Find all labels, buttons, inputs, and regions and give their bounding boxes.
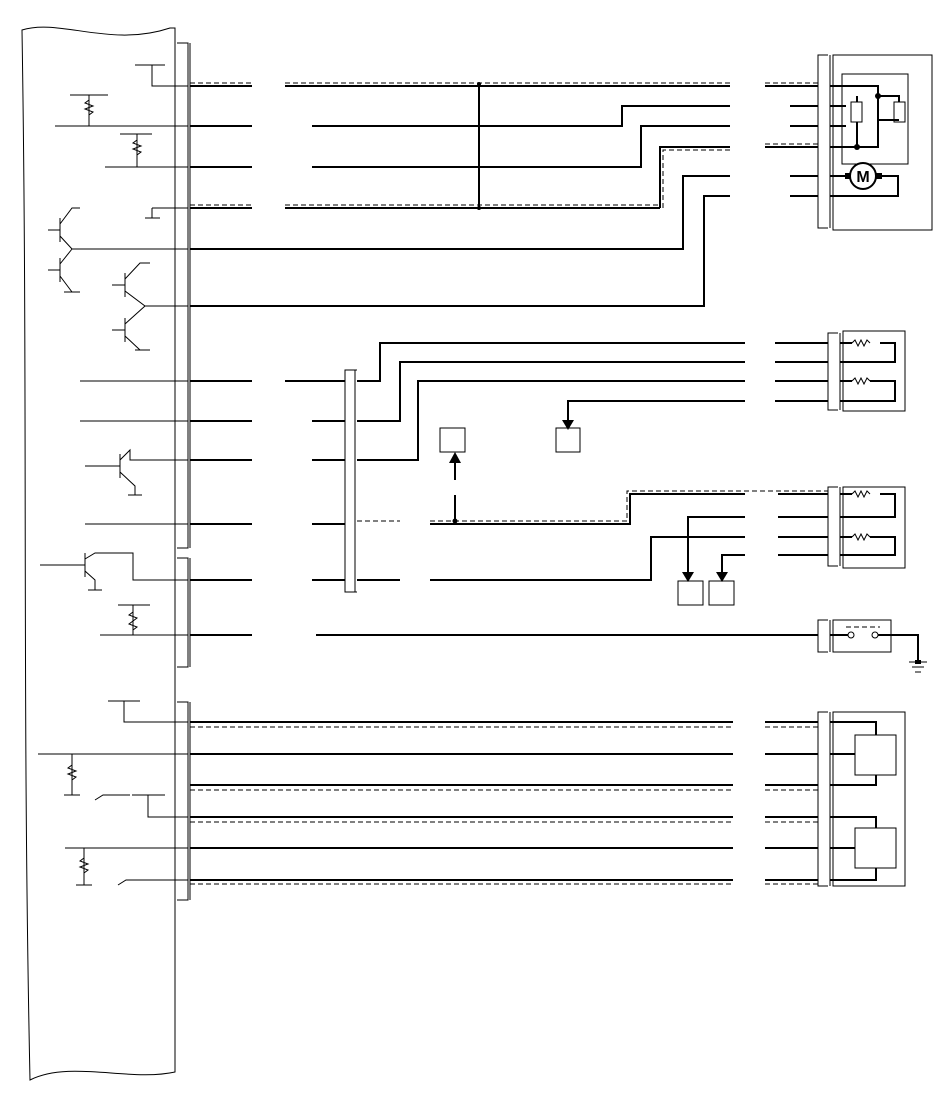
knock-sensors (830, 711, 906, 887)
heater-icon (851, 338, 871, 386)
motor-label: M (856, 169, 869, 186)
oxygen-sensor-2 (840, 486, 906, 569)
ecu-internal-circuit (38, 64, 188, 886)
ecu-connector-1 (177, 42, 191, 549)
switch-connector (817, 619, 831, 653)
resistor-icon (131, 139, 143, 156)
actuator-connector (817, 54, 831, 229)
knock-sensor-2 (854, 827, 897, 869)
transistor-icon (40, 552, 188, 591)
resistor-icon (83, 99, 95, 116)
ecu-connector-3 (177, 701, 191, 901)
signal-box (439, 427, 466, 453)
heater-icon (851, 489, 871, 542)
oxygen-sensor-1 (840, 330, 906, 412)
motor-icon: M (845, 162, 882, 190)
resistor-icon (127, 611, 139, 631)
arrow-down-icon (682, 572, 694, 582)
transistor-icon (48, 207, 188, 250)
knock-sensor-1 (854, 734, 897, 776)
inline-connector (344, 369, 357, 593)
signal-box (677, 580, 704, 606)
control-unit-body (21, 26, 176, 1081)
signal-box (708, 580, 735, 606)
ecu-connector-2 (177, 557, 191, 668)
sensor-connector-2 (827, 486, 841, 567)
transistor-icon (85, 448, 188, 496)
wire-group-sensors (190, 342, 828, 582)
signal-box (555, 427, 581, 453)
throttle-actuator: M (830, 54, 933, 231)
sensor-connector-1 (827, 332, 841, 411)
arrow-down-icon (562, 420, 574, 430)
resistor-icon (66, 764, 78, 781)
transistor-icon (48, 248, 80, 293)
pressure-switch (830, 619, 927, 673)
transistor-icon (112, 305, 150, 351)
wire-group-knock-sensors (190, 721, 818, 885)
arrow-up-icon (449, 452, 461, 463)
wire-group-actuator (190, 82, 818, 307)
knock-sensor-connector (817, 711, 831, 887)
resistor-icon (78, 857, 90, 874)
arrow-down-icon (716, 572, 728, 582)
transistor-icon (112, 262, 188, 307)
